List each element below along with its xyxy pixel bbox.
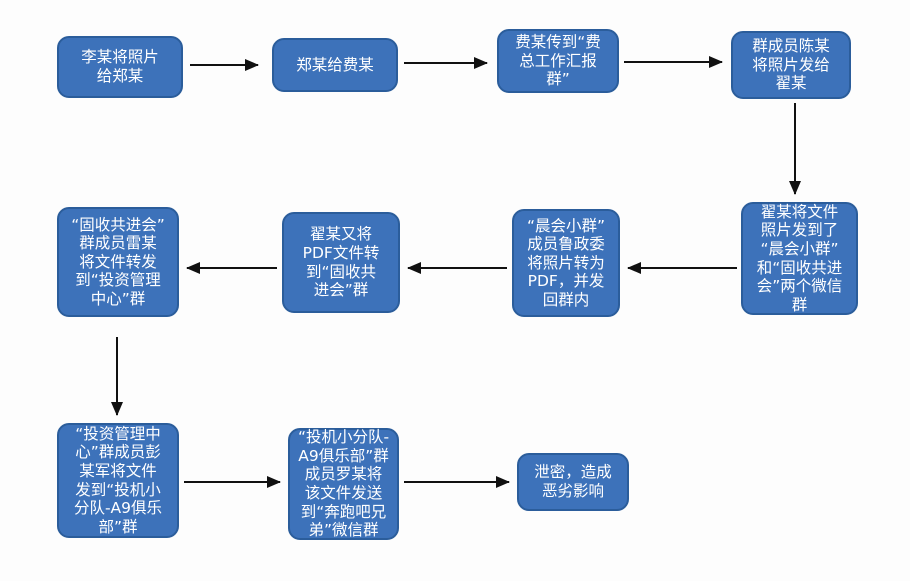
flow-node-2-label: 郑某给费某	[296, 55, 374, 74]
flow-node-8-label: “固收共进会” 群成员雷某 将文件转发 到“投资管理 中心”群	[71, 215, 165, 308]
flow-node-8: “固收共进会” 群成员雷某 将文件转发 到“投资管理 中心”群	[57, 207, 179, 317]
flow-node-2: 郑某给费某	[272, 38, 398, 92]
flow-node-9: “投资管理中 心”群成员彭 某军将文件 发到“投机小 分队-A9俱乐 部”群	[57, 423, 179, 538]
flow-node-7-label: 翟某又将 PDF文件转 到“固收共 进会”群	[302, 225, 380, 300]
flow-node-10-label: “投机小分队- A9俱乐部”群 成员罗某将 该文件发送 到“奔跑吧兄 弟”微信群	[297, 428, 390, 540]
flow-node-4: 群成员陈某 将照片发给 翟某	[731, 31, 851, 99]
flow-node-3-label: 费某传到“费 总工作汇报 群”	[515, 33, 601, 89]
flow-node-7: 翟某又将 PDF文件转 到“固收共 进会”群	[282, 212, 400, 313]
flow-node-1: 李某将照片 给郑某	[57, 36, 183, 98]
flow-node-3: 费某传到“费 总工作汇报 群”	[497, 29, 619, 93]
flow-node-11-label: 泄密，造成 恶劣影响	[534, 463, 612, 500]
flow-node-5-label: 翟某将文件 照片发到了 “晨会小群” 和“固收共进 会”两个微信 群	[756, 202, 843, 314]
flow-node-5: 翟某将文件 照片发到了 “晨会小群” 和“固收共进 会”两个微信 群	[741, 202, 858, 315]
flow-node-10: “投机小分队- A9俱乐部”群 成员罗某将 该文件发送 到“奔跑吧兄 弟”微信群	[288, 428, 399, 540]
flow-node-9-label: “投资管理中 心”群成员彭 某军将文件 发到“投机小 分队-A9俱乐 部”群	[73, 424, 163, 536]
flow-node-4-label: 群成员陈某 将照片发给 翟某	[752, 37, 830, 93]
flow-node-1-label: 李某将照片 给郑某	[81, 48, 159, 85]
flow-node-6: “晨会小群” 成员鲁政委 将照片转为 PDF，并发 回群内	[512, 209, 620, 317]
flow-node-6-label: “晨会小群” 成员鲁政委 将照片转为 PDF，并发 回群内	[526, 216, 606, 309]
flow-node-11: 泄密，造成 恶劣影响	[517, 453, 629, 511]
